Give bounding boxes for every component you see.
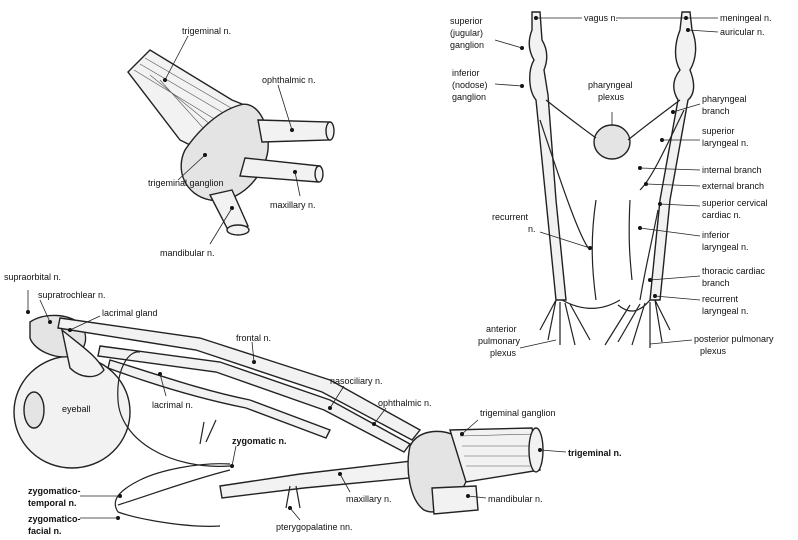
label-lacrimal-gland: lacrimal gland xyxy=(102,308,158,318)
label-top-trigeminal-n: trigeminal n. xyxy=(182,26,231,36)
label-bottom-mandibular-n: mandibular n. xyxy=(488,494,543,504)
label-bottom-trigeminal-ganglion: trigeminal ganglion xyxy=(480,408,556,418)
mandibular-branch-shape xyxy=(210,190,248,230)
label-recurrent-n: recurrentn. xyxy=(492,212,536,234)
label-lacrimal-n: lacrimal n. xyxy=(152,400,193,410)
label-top-ophthalmic-n: ophthalmic n. xyxy=(262,75,316,85)
label-vagus-n: vagus n. xyxy=(584,13,618,23)
trigeminal-illustration-top xyxy=(128,36,334,244)
label-bottom-maxillary-n: maxillary n. xyxy=(346,494,392,504)
anterior-pulmonary-plexus-shape xyxy=(540,300,590,345)
vagus-illustration xyxy=(495,12,718,348)
maxillary-nerve-shape xyxy=(220,460,430,498)
ophthalmic-branch-shape xyxy=(258,120,330,142)
label-inferior-nodose-ganglion: inferior(nodose)ganglion xyxy=(452,68,488,102)
right-vagus-trunk-shape xyxy=(650,12,696,300)
label-zygomaticotemporal-n: zygomatico-temporal n. xyxy=(28,486,81,508)
label-auricular-n: auricular n. xyxy=(720,27,765,37)
label-top-trigeminal-ganglion: trigeminal ganglion xyxy=(148,178,224,188)
pharyngeal-plexus-shape xyxy=(594,125,630,159)
label-pterygopalatine-nn: pterygopalatine nn. xyxy=(276,522,353,532)
bottom-mandibular-shape xyxy=(432,486,478,514)
label-supraorbital-n: supraorbital n. xyxy=(4,272,61,282)
label-meningeal-n: meningeal n. xyxy=(720,13,772,23)
label-frontal-n: frontal n. xyxy=(236,333,271,343)
label-nasociliary-n: nasociliary n. xyxy=(330,376,383,386)
label-zygomatic-n: zygomatic n. xyxy=(232,436,287,446)
label-eyeball: eyeball xyxy=(62,404,91,414)
label-superior-jugular-ganglion: superior(jugular)ganglion xyxy=(450,16,484,50)
label-top-maxillary-n: maxillary n. xyxy=(270,200,316,210)
left-vagus-trunk-shape xyxy=(529,12,566,300)
label-zygomaticofacial-n: zygomatico-facial n. xyxy=(28,514,81,536)
posterior-pulmonary-plexus-shape xyxy=(605,300,670,348)
label-external-branch: external branch xyxy=(702,181,764,191)
label-internal-branch: internal branch xyxy=(702,165,762,175)
label-bottom-ophthalmic-n: ophthalmic n. xyxy=(378,398,432,408)
label-top-mandibular-n: mandibular n. xyxy=(160,248,215,258)
label-supratrochlear-n: supratrochlear n. xyxy=(38,290,106,300)
label-bottom-trigeminal-n: trigeminal n. xyxy=(568,448,622,458)
